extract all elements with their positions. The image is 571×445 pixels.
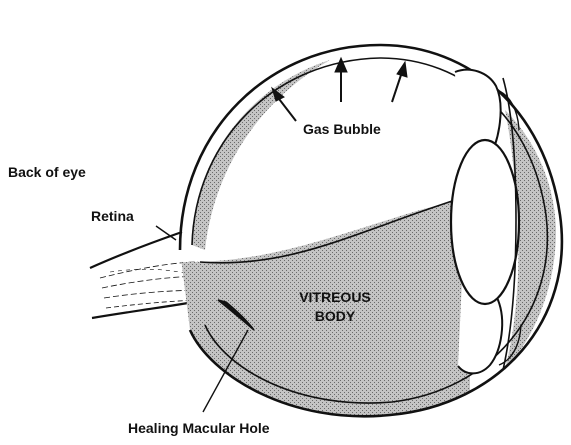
arrow-up-icon [335, 58, 347, 102]
retina-shading [192, 60, 330, 250]
back-of-eye-label: Back of eye [8, 164, 86, 180]
retina-label: Retina [91, 208, 134, 224]
gas-bubble-label: Gas Bubble [303, 121, 381, 137]
vitreous-label-line1: VITREOUS [290, 289, 380, 305]
macular-hole-label: Healing Macular Hole [128, 420, 270, 436]
lens [451, 140, 519, 304]
lens-and-iris [451, 70, 521, 374]
gas-bubble-arrows [272, 58, 407, 121]
arrow-up-right-icon [392, 62, 407, 102]
vitreous-label-line2: BODY [290, 308, 380, 324]
